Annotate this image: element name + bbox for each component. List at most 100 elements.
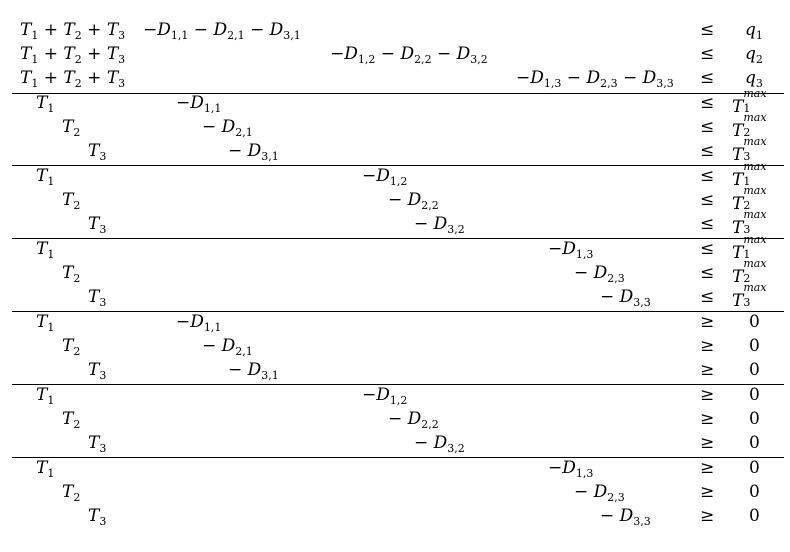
rhs-subscript: 2	[743, 126, 751, 139]
rhs-letter: T	[732, 121, 744, 141]
rhs-subscript: 2	[743, 199, 751, 212]
term-D2-1: D2,1	[221, 117, 253, 139]
minus-operator: −	[244, 20, 270, 40]
term-T1-letter: T	[20, 44, 32, 64]
row-d-term: −D1,1	[176, 93, 222, 115]
row-d-term: − D3,1	[228, 141, 279, 163]
capacity-lhs: T1 + T2 + T3	[20, 20, 126, 42]
row-t-term: T1	[36, 312, 54, 334]
minus-operator: −	[574, 482, 594, 502]
term-D2-1-subscript: 2,1	[235, 126, 253, 139]
row-rhs: q3	[745, 70, 763, 90]
term-T2-letter: T	[63, 44, 75, 64]
term-T1-subscript: 1	[47, 467, 55, 480]
row-d-term: − D2,2	[388, 409, 439, 431]
term-T3: T3	[106, 20, 126, 42]
term-T1-subscript: 1	[47, 248, 55, 261]
term-T3: T3	[88, 141, 107, 163]
block-divider	[12, 384, 784, 385]
row-t-term: T3	[88, 506, 106, 528]
minus-operator: −	[388, 190, 408, 210]
term-T2-subscript: 2	[73, 199, 81, 212]
term-T1-letter: T	[36, 458, 48, 478]
row-t-term: T2	[62, 338, 80, 358]
rhs-zero: 0	[749, 312, 760, 332]
term-D3-1-letter: D	[247, 141, 262, 161]
block-divider	[12, 457, 784, 458]
term-D1-2: D1,2	[344, 44, 375, 66]
term-D2-3: D2,3	[586, 68, 617, 90]
term-T3-subscript: 3	[118, 29, 126, 42]
relation-symbol: ≥	[700, 312, 715, 332]
rhs-q: q1	[745, 20, 763, 42]
row-t-term: T2	[62, 192, 81, 212]
rhs-letter: T	[732, 194, 744, 214]
row-d-term: −D1,1	[176, 312, 221, 334]
term-D1-2-letter: D	[376, 385, 390, 405]
term-T1-letter: T	[36, 239, 48, 259]
term-D1-3: D1,3	[530, 68, 561, 90]
term-T3-letter: T	[88, 506, 100, 526]
rhs-zero: 0	[749, 409, 760, 429]
term-D3-1: D3,1	[248, 360, 279, 382]
term-D1-1-subscript: 1,1	[203, 102, 222, 115]
term-D2-1-letter: D	[221, 117, 236, 137]
term-D1-3: D1,3	[562, 458, 593, 480]
term-D2-2: D2,2	[408, 409, 439, 431]
term-D3-1: D3,1	[270, 20, 301, 42]
minus-operator: −	[516, 68, 531, 88]
rhs-q-letter: q	[745, 20, 756, 40]
term-D3-2-letter: D	[433, 214, 448, 234]
capacity-d-terms: −D1,3 − D2,3 − D3,3	[516, 68, 674, 90]
term-T2: T2	[63, 44, 81, 66]
rhs-q: q2	[745, 44, 763, 66]
term-T3: T3	[88, 214, 106, 236]
term-D2-1: D2,1	[222, 336, 253, 358]
term-D1-2-letter: D	[344, 44, 358, 64]
rhs-subscript: 1	[743, 175, 751, 188]
row-rhs: 0	[749, 484, 760, 501]
minus-operator: −	[414, 214, 434, 234]
row-d-term: − D3,2	[414, 214, 465, 236]
block-divider	[12, 311, 784, 312]
minus-operator: −	[202, 117, 222, 137]
relation-symbol: ≤	[700, 141, 715, 161]
relation-symbol: ≤	[700, 263, 715, 283]
term-T2-letter: T	[62, 482, 74, 502]
term-T1-letter: T	[20, 68, 32, 88]
row-rhs: 0	[749, 435, 760, 452]
minus-operator: −	[574, 263, 594, 283]
term-T2-letter: T	[62, 409, 74, 429]
term-D1-1: D1,1	[190, 93, 222, 115]
term-T3-subscript: 3	[99, 296, 107, 309]
term-D1-1: D1,1	[190, 312, 221, 334]
relation-symbol: ≤	[700, 214, 715, 234]
term-T1: T1	[36, 166, 54, 188]
term-T3-letter: T	[106, 68, 119, 88]
term-D2-3-letter: D	[593, 263, 608, 283]
term-D2-3: D2,3	[593, 263, 625, 285]
row-rhs: 0	[749, 508, 760, 525]
term-T1: T1	[36, 312, 54, 334]
term-T1: T1	[20, 68, 38, 90]
term-D1-1-subscript: 1,1	[170, 29, 189, 42]
minus-operator: −	[228, 360, 248, 380]
term-T3-letter: T	[106, 20, 119, 40]
row-d-term: −D1,2	[362, 168, 407, 188]
relation-symbol: ≥	[700, 482, 715, 502]
relation-symbol: ≤	[700, 93, 715, 113]
minus-operator: −	[202, 336, 222, 356]
row-rhs: 0	[749, 387, 760, 404]
term-D2-2-subscript: 2,2	[421, 199, 439, 212]
term-T3-subscript: 3	[99, 150, 107, 163]
term-D2-3-subscript: 2,3	[607, 491, 625, 504]
term-D1-2-subscript: 1,2	[389, 394, 408, 407]
row-t-term: T1	[36, 239, 55, 261]
row-t-term: T2	[62, 119, 80, 139]
